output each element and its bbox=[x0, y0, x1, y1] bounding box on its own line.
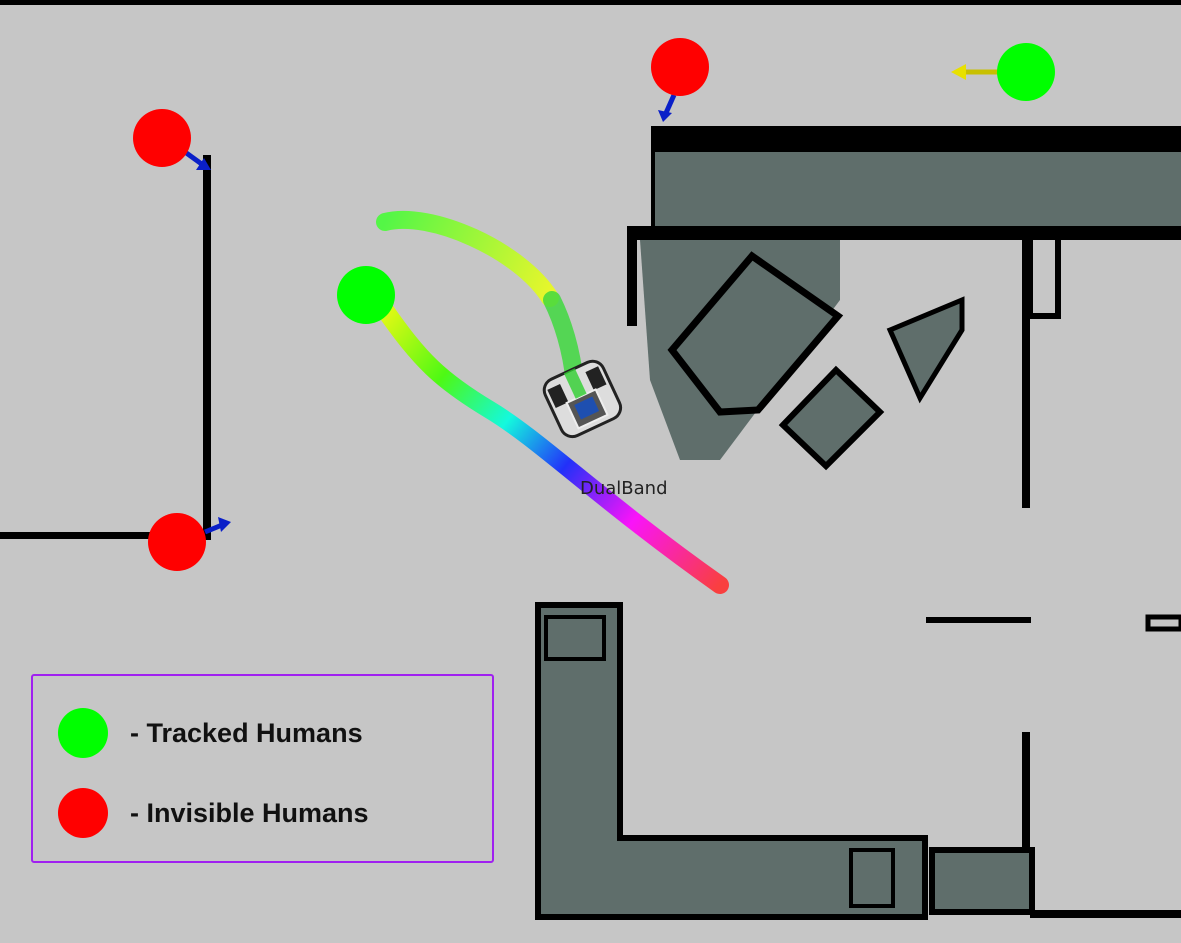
obstacle-table bbox=[667, 251, 844, 416]
obstacle-box bbox=[544, 615, 606, 661]
obstacle-l-block bbox=[535, 602, 928, 920]
obstacle-small-block bbox=[929, 847, 1035, 915]
legend-item-invisible: - Invisible Humans bbox=[58, 788, 369, 838]
wall-right-niche bbox=[1027, 233, 1061, 319]
invisible-human-marker bbox=[148, 513, 206, 571]
trajectory-trail-rainbow bbox=[376, 301, 729, 594]
obstacle-box bbox=[849, 848, 895, 908]
velocity-arrow-icon bbox=[951, 64, 998, 80]
wall-segment bbox=[1022, 732, 1030, 852]
wall-top bbox=[0, 0, 1181, 5]
legend-label: - Tracked Humans bbox=[130, 717, 363, 748]
invisible-human-icon bbox=[58, 788, 108, 838]
robot-icon bbox=[542, 359, 623, 439]
invisible-human-marker bbox=[133, 109, 191, 167]
invisible-human-marker bbox=[651, 38, 709, 96]
legend-item-tracked: - Tracked Humans bbox=[58, 708, 363, 758]
tracked-human-marker bbox=[337, 266, 395, 324]
robot-label: DualBand bbox=[580, 478, 668, 499]
wall-left-horizontal bbox=[0, 532, 210, 539]
wall-segment bbox=[651, 126, 655, 236]
wall-segment bbox=[1145, 614, 1181, 632]
wall-left-vertical bbox=[203, 155, 211, 540]
wall-segment bbox=[627, 226, 637, 326]
trajectory-trail-green bbox=[376, 210, 559, 307]
tracked-human-icon bbox=[58, 708, 108, 758]
wall-segment bbox=[926, 617, 1031, 623]
wall-upper-block-top bbox=[651, 126, 1181, 152]
legend: - Tracked Humans - Invisible Humans bbox=[31, 674, 494, 863]
wall-upper-block-bottom bbox=[627, 226, 1181, 240]
velocity-arrow-icon bbox=[183, 93, 677, 535]
obstacle-chair-2 bbox=[886, 296, 965, 404]
tracked-human-marker bbox=[997, 43, 1055, 101]
wall-bottom-right bbox=[1030, 910, 1181, 918]
legend-label: - Invisible Humans bbox=[130, 797, 369, 828]
wall-right-vertical bbox=[1022, 236, 1030, 508]
obstacle-chair bbox=[778, 365, 885, 471]
